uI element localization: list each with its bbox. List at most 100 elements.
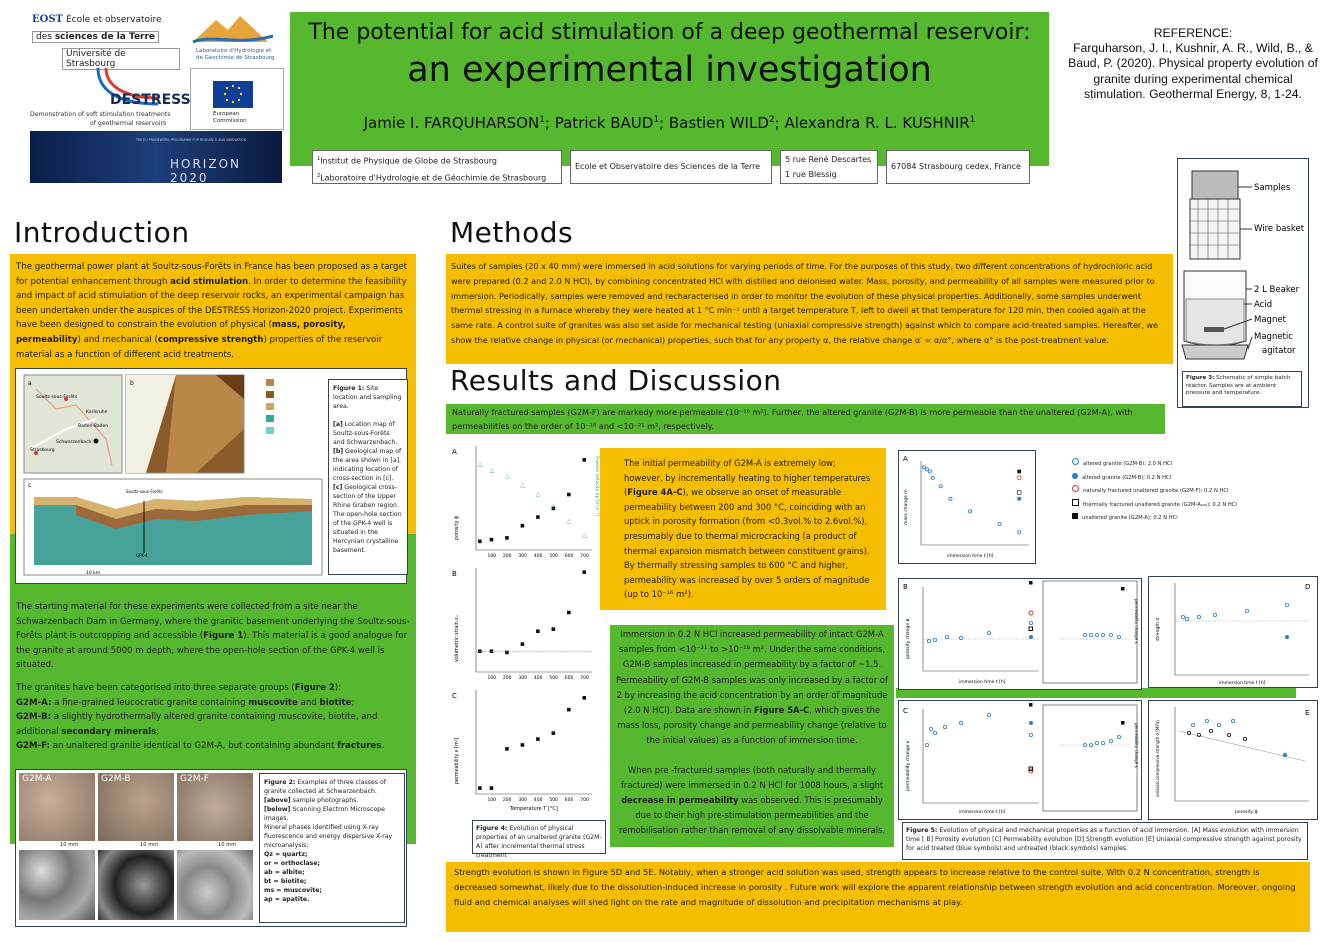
fig5a-point <box>948 496 953 501</box>
sample-photo-f <box>177 773 253 841</box>
legend-marker-blue-icon <box>1072 472 1078 479</box>
fig5d-ylabel: strength σ′ <box>1155 617 1161 641</box>
fig4-point <box>567 610 571 615</box>
fig4-point <box>551 731 556 735</box>
fig5-panel-e: E uniaxial compressive strength σ [MPa] … <box>1148 700 1318 820</box>
fig4-xtick: 700 <box>580 553 589 559</box>
lhyges-mountain-icon <box>192 16 274 44</box>
fig4-point <box>505 747 509 751</box>
map-label-strasbourg: Strasbourg <box>30 447 55 453</box>
figure-1-caption: Figure 1: Site location and sampling are… <box>328 379 408 575</box>
methods-box: Suites of samples (20 x 40 mm) were imme… <box>446 254 1173 364</box>
reactor-label-acid: Acid <box>1254 300 1272 310</box>
fig5d-xlabel: immersion time t [h] <box>1219 680 1266 686</box>
results-banner: Naturally fractured samples (G2M-F) are … <box>446 404 1165 434</box>
fig5b-chart: B porosity change ϕ′ immersion time t [h… <box>903 580 1139 685</box>
legend-marker-square-black-icon <box>1072 513 1078 519</box>
fig4-xtick: 700 <box>580 675 589 681</box>
fig4-xtick: 200 <box>503 675 512 681</box>
fig4-point <box>551 627 556 631</box>
fig4-xtick: 600 <box>565 553 574 559</box>
aff1-sup: 1 <box>317 156 321 162</box>
aff2-sup: 2 <box>317 172 321 179</box>
g3-a: an unaltered granite identical to G2M-A,… <box>50 741 338 752</box>
fig5e-chart: E uniaxial compressive strength σ [MPa] … <box>1155 707 1309 815</box>
author-4-sup: 1 <box>969 115 976 125</box>
fig4-vp-point: △ <box>505 473 510 480</box>
author-3-sup: 2 <box>768 115 775 125</box>
sem-image-b <box>98 850 174 920</box>
thermal-box: The initial permeability of G2M-A is ext… <box>600 448 886 610</box>
fig4-point <box>520 642 525 646</box>
immersion-box: Immersion in 0.2 N HCl increased permeab… <box>610 625 894 847</box>
eu-line2: Commission <box>213 118 247 124</box>
affiliation-box: 1Institut de Physique de Globe de Strasb… <box>312 150 562 184</box>
fig5-text: Evolution of physical and mechanical pro… <box>906 827 1302 852</box>
fig2-t1: Examples of three classes of granite col… <box>264 779 386 795</box>
legend-marker-red-icon <box>1072 485 1079 492</box>
fig4-xtick: 300 <box>518 797 527 803</box>
scale-10mm-f: 10 mm <box>218 842 237 848</box>
legend-item-3: naturally fractured unaltered granite (G… <box>1072 485 1272 499</box>
intro-p2-c: ). This material is a good analogue for … <box>16 631 408 671</box>
reactor-label-beaker: 2 L Beaker <box>1254 285 1300 295</box>
reactor-label-agitator: agitator <box>1262 346 1296 356</box>
fig5a-point <box>927 469 932 474</box>
fig5c-xlabel: immersion time t [h] <box>959 809 1006 815</box>
author-1-sup: 1 <box>539 115 545 125</box>
fig4-panel-letter: A <box>452 448 457 456</box>
reference-block: REFERENCE: Farquharson, J. I., Kushnir, … <box>1062 26 1324 102</box>
fig5d-chart: D strength σ′ immersion time t [h] <box>1155 583 1310 686</box>
mineral-ms: ms = muscovite; <box>264 887 322 894</box>
fig5b-xlabel: immersion time t [h] <box>959 679 1006 685</box>
scale-10mm-a: 10 mm <box>60 842 79 848</box>
destress-logo: DESTRESS Demonstration of soft stimulati… <box>30 66 191 130</box>
fig5a-xlabel: immersion time t [h] <box>947 553 994 559</box>
intro-p2-b: Figure 1 <box>203 631 244 642</box>
legend-item-2: altered granite (G2M-B); 0.2 N HCl <box>1072 472 1272 486</box>
mineral-qz: Qz = quartz; <box>264 851 308 858</box>
fig4-ylabel: volumetric strain εᵥ <box>454 615 460 662</box>
immersion-c: , which gives the mass loss, porosity ch… <box>617 705 887 746</box>
results-banner-text: Naturally fractured samples (G2M-F) are … <box>452 407 1133 431</box>
g1-a: a fine-grained leucocratic granite conta… <box>51 697 249 708</box>
fig4-point <box>478 539 482 544</box>
thermal-b: Figure 4A-C <box>627 487 683 498</box>
fig1-b: [b] <box>333 448 344 455</box>
fig4-point <box>520 743 525 747</box>
fig4-point <box>505 536 509 540</box>
figure-3-caption: Figure 3: Schematic of simple batch reac… <box>1182 371 1302 407</box>
fig4-point <box>505 650 509 655</box>
fig4-xlabel: Temperature T [°C] <box>509 806 558 812</box>
g3-key: G2M-F: <box>16 741 50 752</box>
g1-d: biotite <box>319 697 352 708</box>
eost-line1: École et observatoire <box>66 15 162 25</box>
street-box: 5 rue René Descartes 1 rue Blessig <box>780 150 878 184</box>
g1-b: muscovite <box>248 697 298 708</box>
fig5a-point <box>930 475 935 480</box>
fig5a-letter: A <box>903 455 908 463</box>
fig4-point <box>536 629 540 634</box>
eost-logo: EOST École et observatoire des sciences … <box>30 12 180 70</box>
mineral-bt: bt = biotite; <box>264 878 307 885</box>
fig4-title: Figure 4: <box>476 825 508 832</box>
fig2-below-text: Scanning Electron Microscope images. <box>264 806 385 822</box>
figure-2: G2M-A G2M-B G2M-F 10 mm 10 mm 10 mm Figu… <box>15 769 407 927</box>
fig5a-point <box>921 465 926 470</box>
fig3-text: Schematic of simple batch reactor. Sampl… <box>1186 375 1291 397</box>
figure-4-caption: Figure 4: Evolution of physical properti… <box>472 820 606 859</box>
fig4-xtick: 200 <box>503 797 512 803</box>
panel-b-letter: b <box>130 380 134 387</box>
intro-paragraph: The geothermal power plant at Soultz-sou… <box>16 260 412 362</box>
fig4-panel-letter: C <box>452 692 457 700</box>
fig4-ylabel: permeability κ [m²] <box>454 737 460 784</box>
intro-p1-d: mass, porosity, permeability <box>16 320 346 345</box>
fig5a-point <box>968 509 973 514</box>
fig5c-inset-ylabel: permeability change κ′ <box>1134 723 1139 769</box>
prefrac-para: When pre -fractured samples (both natura… <box>616 763 888 839</box>
legend-item-1: altered granite (G2M-B); 2.0 N HCl <box>1072 458 1272 472</box>
city-box: 67084 Strasbourg cedex, France <box>886 150 1030 184</box>
fig4-xtick: 700 <box>580 797 589 803</box>
figure-1: Soultz-sous-Forêts Karlsruhe Baden-Baden… <box>15 368 408 584</box>
fig2-above: [above] <box>264 797 291 804</box>
